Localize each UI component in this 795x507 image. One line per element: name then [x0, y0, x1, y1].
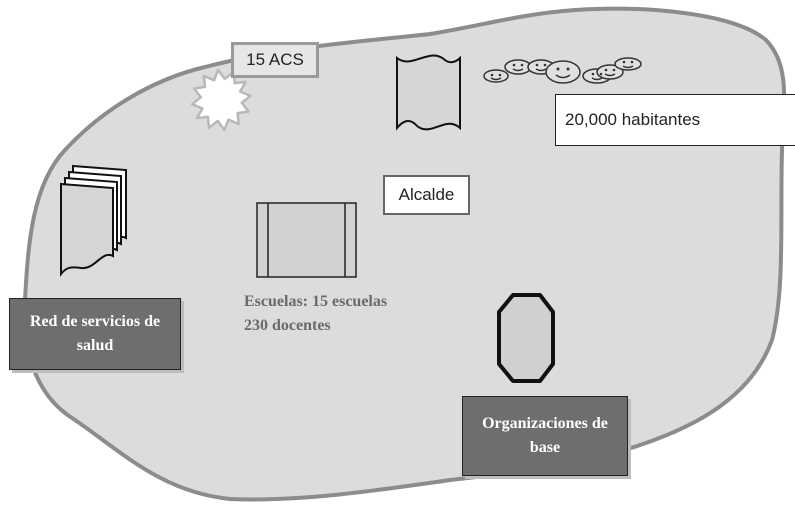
acs-label: 15 ACS [231, 42, 319, 78]
health-network-box: Red de servicios de salud [9, 298, 181, 370]
school-building-icon [256, 202, 357, 278]
mayor-label: Alcalde [383, 175, 470, 215]
schools-count: Escuelas: 15 escuelas [244, 293, 388, 310]
population-label: 20,000 habitantes [555, 94, 795, 146]
document-stack-icon [60, 164, 127, 277]
teachers-count: 230 docentes [244, 317, 331, 334]
health-network-label: Red de servicios de salud [29, 313, 161, 354]
document-icon [396, 54, 461, 131]
grassroots-organizations-box: Organizaciones de base [462, 396, 628, 476]
starburst-icon [190, 68, 252, 132]
grassroots-organizations-label: Organizaciones de base [482, 415, 608, 456]
octagon-icon [497, 293, 555, 383]
smiley-faces-icon [483, 57, 642, 84]
schools-label: Escuelas: 15 escuelas 230 docentes [244, 290, 444, 338]
